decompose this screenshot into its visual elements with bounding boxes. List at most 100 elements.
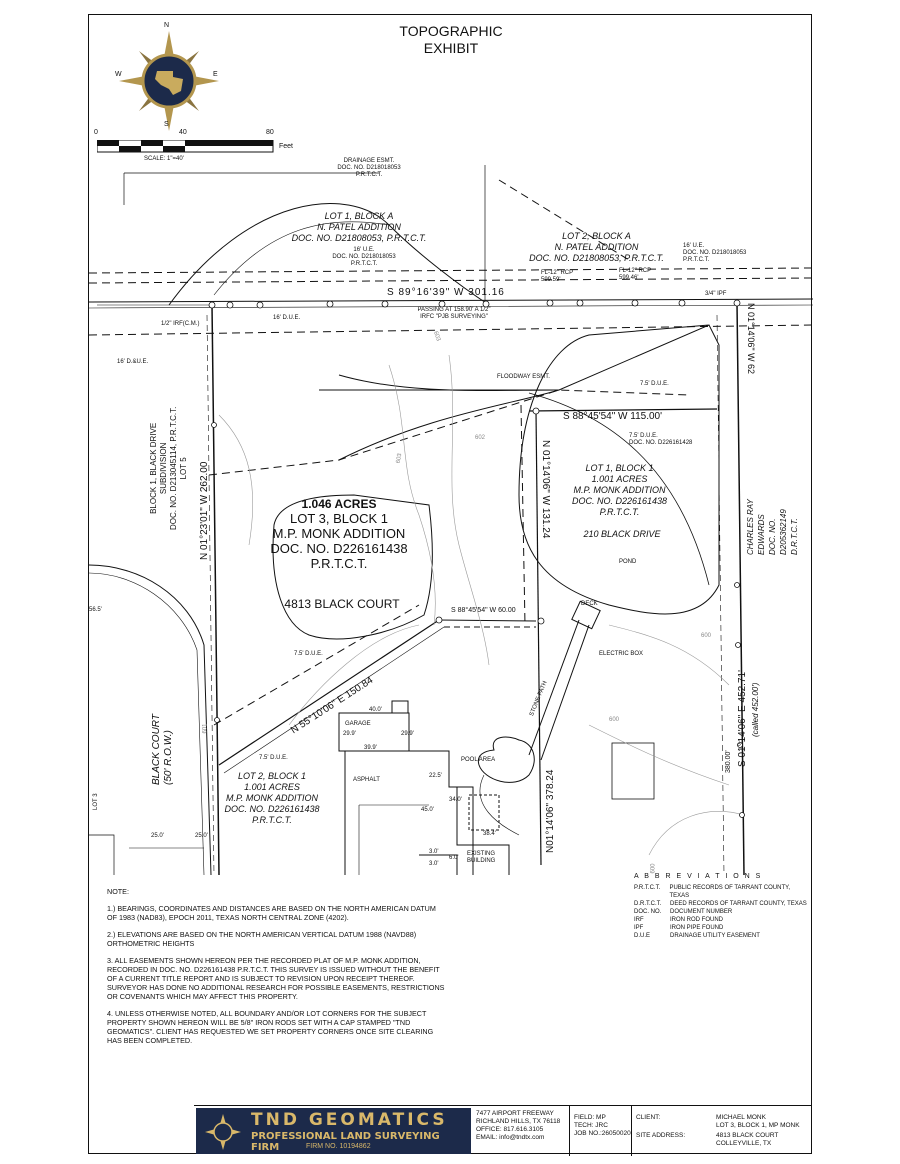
floodway-label: FLOODWAY ESMT. [497,374,550,380]
garage-40-label: 40.0' [369,707,382,713]
compass-rose-icon [119,31,219,131]
company-tagline: PROFESSIONAL LAND SURVEYING FIRM [251,1131,440,1153]
charles-edwards-label: CHARLES RAY EDWARDS DOC. NO. D205362149 … [746,499,799,555]
abbr-meaning: DEED RECORDS OF TARRANT COUNTY, TEXAS [670,901,807,907]
pool-area-label: POOL AREA [461,757,496,763]
note-1: 1.) BEARINGS, COORDINATES AND DISTANCES … [107,904,436,922]
black-drive-label: BLOCK 1, BLACK DRIVE SUBDIVISION DOC. NO… [149,406,188,530]
dim-45-label: 45.0' [421,807,434,813]
garage-29-a-label: 29.9' [343,731,356,737]
site-address-value: 4813 BLACK COURT COLLEYVILLE, TX [716,1132,779,1147]
bearing-115-label: S 88°45'54" W 115.00' [563,411,663,422]
abbreviation-row: D.R.T.C.T. DEED RECORDS OF TARRANT COUNTY… [634,900,809,908]
contour-600-b: 600 [609,717,620,723]
pool-area-outline [477,736,535,783]
note-3: 3. ALL EASEMENTS SHOWN HEREON PER THE RE… [107,956,445,1001]
abbr-code: D.R.T.C.T. [634,901,662,907]
east-boundary-line [736,302,745,875]
ue-right-label: 16' U.E. DOC. NO. D218018053 P.R.T.C.T. [683,243,747,263]
drainage-easement-label: DRAINAGE ESMT. DOC. NO. D218018053 P.R.T… [337,158,401,178]
asphalt-label: ASPHALT [353,777,380,783]
north-bearing-label: S 89°16'39" W 301.16 [387,287,505,298]
title-line-2: EXHIBIT [423,40,479,56]
scale-bar [97,140,274,153]
abbreviation-row: P.R.T.C.T. PUBLIC RECORDS OF TARRANT COUN… [634,884,809,900]
abbr-meaning: PUBLIC RECORDS OF TARRANT COUNTY, TEXAS [669,885,791,899]
east-bearing-label: S 01°14'06" E 452.71' [737,670,748,767]
dim-6-label: 6.0' [449,855,459,861]
address-4813-label: 4813 BLACK COURT [284,597,400,611]
note-4: 4. UNLESS OTHERWISE NOTED, ALL BOUNDARY … [107,1009,434,1045]
dim-25-b-label: 25.0' [195,833,208,839]
abbr-code: D.U.E [634,933,651,939]
west-bearing-label: N 01°23'01" W 262.00 [199,461,210,560]
deck-label: DECK [581,601,598,607]
abbr-code: P.R.T.C.T. [634,885,661,891]
firm-number: FIRM NO. 10194862 [306,1143,371,1150]
due-ue-16-label: 16' D.&U.E. [117,359,149,365]
contour-lines [218,354,745,856]
contour-600-a: 600 [701,633,712,639]
company-logo-icon [205,1114,241,1150]
divider [569,1106,570,1156]
contour-600-c: 600 [650,863,657,874]
drawing-sheet: TOPOGRAPHIC EXHIBIT N S W E 0 40 80 Feet… [88,14,813,1156]
site-plan [89,165,813,875]
mid-bearing-label: N 01°14'06" W 131.24 [540,440,551,539]
compass-n: N [164,22,170,29]
compass-e: E [213,71,218,78]
abbreviation-row: IPF IRON PIPE FOUND [634,924,809,932]
title-line-1: TOPOGRAPHIC [399,23,503,39]
dim-34-label: 34.0' [449,797,462,803]
company-address: 7477 AIRPORT FREEWAY RICHLAND HILLS, TX … [476,1110,561,1141]
called-label: (called 452.00') [751,682,760,737]
fl-rcp-2-label: FL-12" RCP 599.46' [619,268,652,281]
existing-building-label: EXISTING BUILDING [467,851,496,864]
ue-left-label: 16' U.E. DOC. NO. D218018053 P.R.T.C.T. [332,247,396,267]
lot3-boundary [272,494,433,640]
abbreviations-panel: A B B R E V I A T I O N S P.R.T.C.T. PUBL… [634,873,809,940]
abbreviations-heading: A B B R E V I A T I O N S [634,873,763,880]
lot1-patel-label: LOT 1, BLOCK A N. PATEL ADDITION DOC. NO… [291,211,427,243]
title-block: TND GEOMATICS PROFESSIONAL LAND SURVEYIN… [194,1105,812,1156]
company-name: TND GEOMATICS [251,1110,448,1130]
abbr-code: IPF [634,925,644,931]
dim-56-label: 56.5' [89,607,102,613]
notes-panel: NOTE: 1.) BEARINGS, COORDINATES AND DIST… [107,887,447,1053]
abbr-meaning: IRON ROD FOUND [670,917,723,923]
divider [631,1106,632,1156]
dim-22-5-label: 22.5' [429,773,442,779]
due-75-a-label: 7.5' D.U.E. [640,381,669,387]
client-label: CLIENT: [636,1114,661,1121]
scale-tick-80: 80 [266,129,274,136]
abbr-code: IRF [634,917,644,923]
bearing-60-label: S 88°45'54" W 60.00 [451,607,516,614]
abbr-code: DOC. NO. [634,909,662,915]
due-75-c-label: 7.5' D.U.E. [294,651,323,657]
due-75-d-label: 7.5' D.U.E. [259,755,288,761]
site-address-label: SITE ADDRESS: [636,1132,686,1139]
note-2: 2.) ELEVATIONS ARE BASED ON THE NORTH AM… [107,930,417,948]
lot3-left-label: LOT 3 [93,793,99,810]
lower-bearing-label: N01°14'06" 378.24 [545,769,556,853]
west-boundary-line [211,304,220,875]
fl-rcp-1-label: FL-12" RCP 599.59' [541,270,574,283]
dim-3-b-label: 3.0' [429,861,439,867]
dim-3-a-label: 3.0' [429,849,439,855]
due-75-b-label: 7.5' D.U.E. DOC. NO. D226161428 [629,433,693,446]
scale-caption: SCALE: 1"=40' [144,156,184,162]
abbr-meaning: IRON PIPE FOUND [670,925,724,931]
abbreviation-row: IRF IRON ROD FOUND [634,916,809,924]
black-court-label: BLACK COURT (50' R.O.W.) [151,714,174,785]
page-title: TOPOGRAPHIC EXHIBIT [89,23,813,57]
abbreviation-row: DOC. NO.DOCUMENT NUMBER [634,908,809,916]
ipf-label: 3/4" IPF [705,291,727,297]
garage-label: GARAGE [345,721,371,727]
contour-601: 601 [202,723,209,734]
lot3-label: LOT 3, BLOCK 1 M.P. MONK ADDITION DOC. N… [270,511,408,571]
garage-39-label: 39.9' [364,745,377,751]
notes-heading: NOTE: [107,887,129,896]
field-info: FIELD: MP TECH: JRC JOB NO.:26050020 [574,1114,631,1137]
dim-38-label: 38.4' [483,831,496,837]
